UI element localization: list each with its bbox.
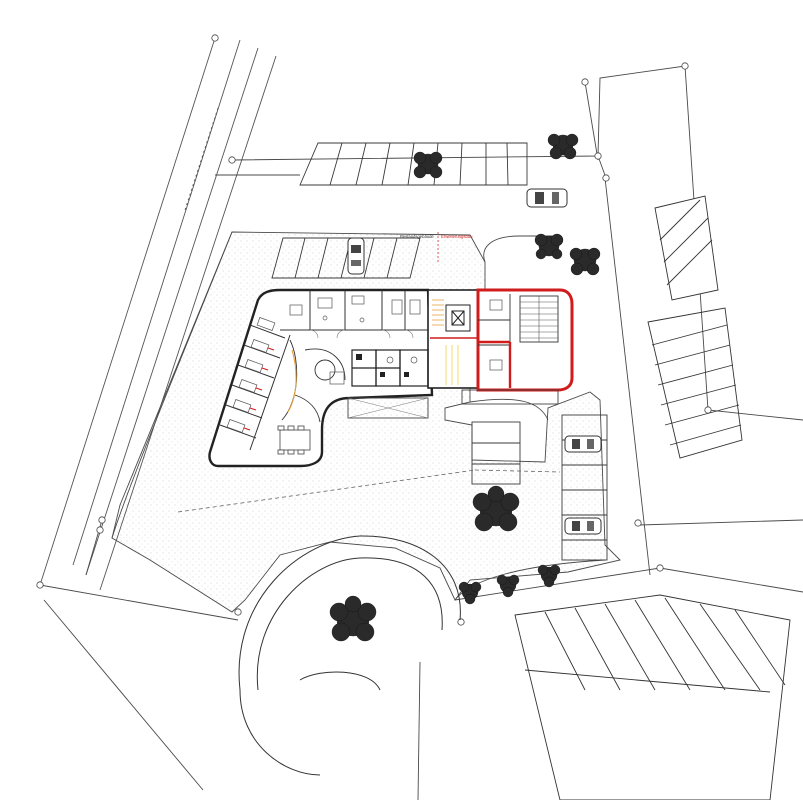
tree-icon	[537, 564, 561, 588]
tree-icon	[413, 151, 443, 179]
tree-icon	[496, 574, 520, 598]
tree-icon	[547, 133, 579, 160]
tree-icon	[472, 485, 520, 532]
car-building	[347, 237, 365, 275]
label-extension: Erweiterungsbau	[441, 234, 473, 239]
turning-circle	[238, 535, 461, 776]
property-boundary	[39, 65, 803, 800]
tree-icon	[458, 581, 482, 605]
parking-building-top	[271, 237, 421, 279]
tree-icon	[569, 247, 601, 276]
tree-icon	[534, 233, 564, 260]
trees	[329, 133, 601, 642]
driveway-curves	[111, 174, 606, 601]
survey-markers	[36, 34, 712, 626]
dashed-lines	[177, 469, 561, 513]
parking-bottom-right	[514, 594, 791, 800]
car-right-1	[564, 435, 602, 453]
parking-top	[299, 142, 528, 186]
car-right-2	[564, 517, 602, 535]
building-labels: Bestandsgebäude Erweiterungsbau	[400, 232, 473, 262]
label-existing-building: Bestandsgebäude	[400, 234, 434, 239]
tree-icon	[329, 595, 377, 642]
parking-hatched-right	[647, 195, 743, 459]
building	[208, 288, 574, 468]
car-top	[526, 188, 568, 208]
